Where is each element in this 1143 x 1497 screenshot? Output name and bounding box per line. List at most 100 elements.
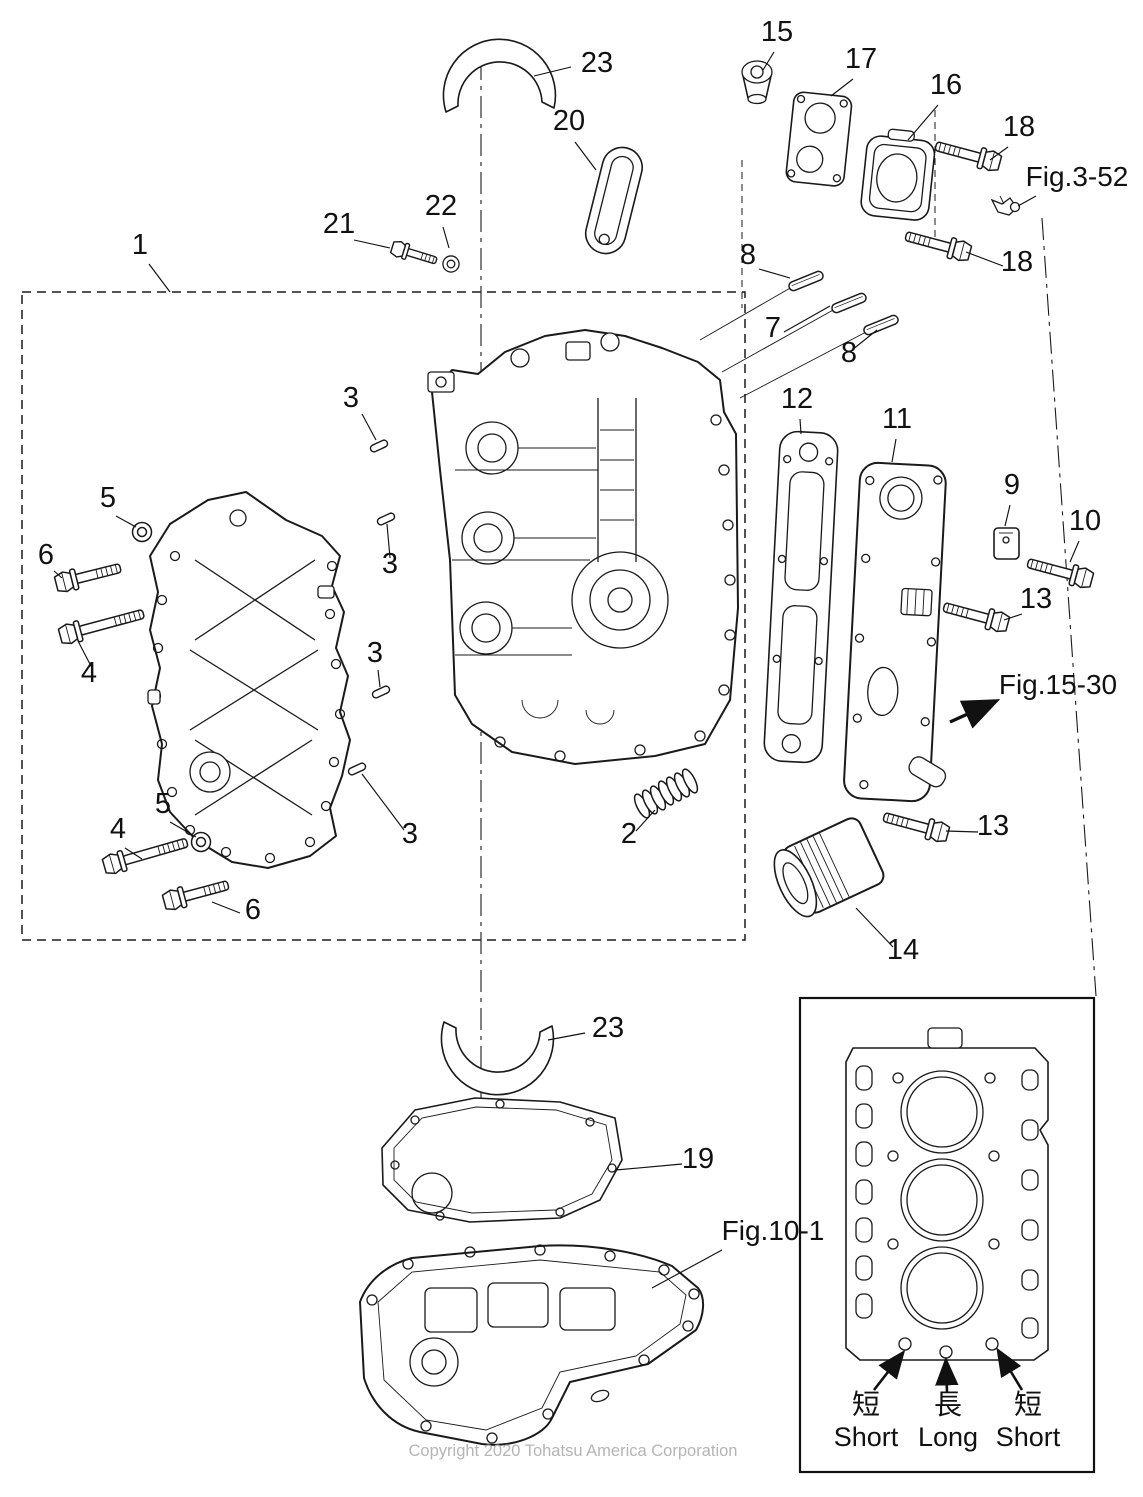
pin-3c bbox=[370, 684, 392, 700]
seal-housing-20 bbox=[584, 146, 643, 255]
callout-9: 9 bbox=[1004, 469, 1020, 501]
pin-8b bbox=[861, 313, 901, 337]
leader-3 bbox=[386, 523, 391, 559]
copyright-watermark: Copyright 2020 Tohatsu America Corporati… bbox=[409, 1442, 738, 1460]
washer-22 bbox=[442, 255, 460, 273]
callout-fig-10-1: Fig.10-1 bbox=[722, 1215, 825, 1246]
callout-3: 3 bbox=[367, 637, 383, 669]
leader-21 bbox=[353, 239, 391, 249]
callout-8: 8 bbox=[841, 337, 857, 369]
short-arrow-left bbox=[872, 1349, 906, 1391]
leader-lines bbox=[53, 51, 1080, 1289]
leader-22 bbox=[442, 226, 450, 249]
callout-1: 1 bbox=[132, 229, 148, 261]
callout-10: 10 bbox=[1069, 505, 1101, 537]
leader-10 bbox=[1069, 540, 1080, 563]
long-arrow-center bbox=[935, 1356, 959, 1393]
callout-8: 8 bbox=[740, 239, 756, 271]
inset-cjk-short: 短 bbox=[852, 1388, 880, 1421]
plug-15 bbox=[741, 60, 773, 105]
callout-5: 5 bbox=[155, 788, 171, 820]
leader-7 bbox=[783, 305, 831, 333]
leader-17 bbox=[830, 78, 854, 97]
crankcase-half bbox=[147, 491, 351, 869]
leader-20 bbox=[574, 141, 597, 171]
callout-6: 6 bbox=[38, 539, 54, 571]
leader-4 bbox=[77, 640, 93, 669]
anode-9 bbox=[993, 527, 1020, 560]
leader-8 bbox=[758, 268, 791, 279]
inset-label-short: Short bbox=[996, 1422, 1061, 1452]
side-cover-11 bbox=[843, 461, 947, 803]
callout-3: 3 bbox=[382, 548, 398, 580]
pin-3d bbox=[346, 761, 368, 777]
oil-pan bbox=[359, 1244, 704, 1446]
leader-fig-3-52 bbox=[1017, 195, 1037, 207]
callout-2: 2 bbox=[621, 818, 637, 850]
thermostat-cover-16 bbox=[860, 128, 936, 221]
callout-18: 18 bbox=[1003, 111, 1035, 143]
leader-16 bbox=[907, 104, 939, 141]
leader-11 bbox=[891, 438, 897, 463]
pin-guide-1 bbox=[699, 286, 793, 341]
inset-reference-line bbox=[1041, 217, 1097, 997]
head-gasket-drawing bbox=[845, 1027, 1049, 1361]
leader-4 bbox=[124, 847, 143, 860]
pin-guide-2 bbox=[721, 308, 836, 373]
callout-11: 11 bbox=[882, 403, 912, 435]
callout-16: 16 bbox=[930, 69, 962, 101]
leader-15 bbox=[762, 51, 775, 71]
pin-8a bbox=[786, 269, 826, 293]
callout-22: 22 bbox=[425, 190, 457, 222]
callout-6: 6 bbox=[245, 894, 261, 926]
callout-3: 3 bbox=[343, 382, 359, 414]
fitting-fig-3-52 bbox=[990, 195, 1021, 216]
callout-4: 4 bbox=[81, 657, 97, 689]
leader-fig-10-1 bbox=[651, 1249, 723, 1289]
pin-3b bbox=[375, 511, 397, 527]
callout-23: 23 bbox=[581, 47, 613, 79]
leader-2 bbox=[635, 809, 656, 832]
assembly-1-boundary-box bbox=[21, 291, 746, 941]
bolt-6b bbox=[160, 874, 232, 913]
inset-label-long: Long bbox=[918, 1422, 978, 1452]
fig-15-30-arrow bbox=[949, 699, 1001, 729]
callout-7: 7 bbox=[765, 312, 781, 344]
washer-5a bbox=[131, 521, 153, 543]
callout-fig-3-52: Fig.3-52 bbox=[1026, 161, 1129, 192]
lower-gasket-19 bbox=[381, 1097, 623, 1223]
callout-15: 15 bbox=[761, 16, 793, 48]
thrust-washer-23-bottom bbox=[440, 1021, 555, 1096]
bolt-4a bbox=[56, 602, 147, 647]
leader-13 bbox=[1003, 613, 1023, 621]
bolt-18b bbox=[902, 225, 974, 264]
bolt-18a bbox=[932, 135, 1004, 174]
callout-19: 19 bbox=[682, 1143, 714, 1175]
leader-5 bbox=[115, 515, 137, 528]
callout-5: 5 bbox=[100, 482, 116, 514]
cylinder-block bbox=[427, 329, 739, 765]
inset-label-short: Short bbox=[834, 1422, 899, 1452]
pin-7 bbox=[829, 291, 869, 315]
callout-18: 18 bbox=[1001, 246, 1033, 278]
leader-18 bbox=[989, 146, 1009, 161]
callout-12: 12 bbox=[781, 383, 813, 415]
washer-5b bbox=[190, 831, 212, 853]
inset-cjk-long: 長 bbox=[934, 1388, 962, 1421]
callout-23: 23 bbox=[592, 1012, 624, 1044]
leader-23 bbox=[533, 66, 572, 77]
leader-13 bbox=[945, 830, 979, 833]
leader-5 bbox=[169, 821, 197, 838]
callout-3: 3 bbox=[402, 818, 418, 850]
short-arrow-right bbox=[996, 1347, 1024, 1391]
thrust-washer-23-top bbox=[442, 38, 557, 113]
leader-3 bbox=[361, 413, 377, 441]
leader-9 bbox=[1004, 504, 1011, 527]
leader-23 bbox=[547, 1032, 586, 1041]
spring-fitting-2 bbox=[633, 768, 699, 819]
